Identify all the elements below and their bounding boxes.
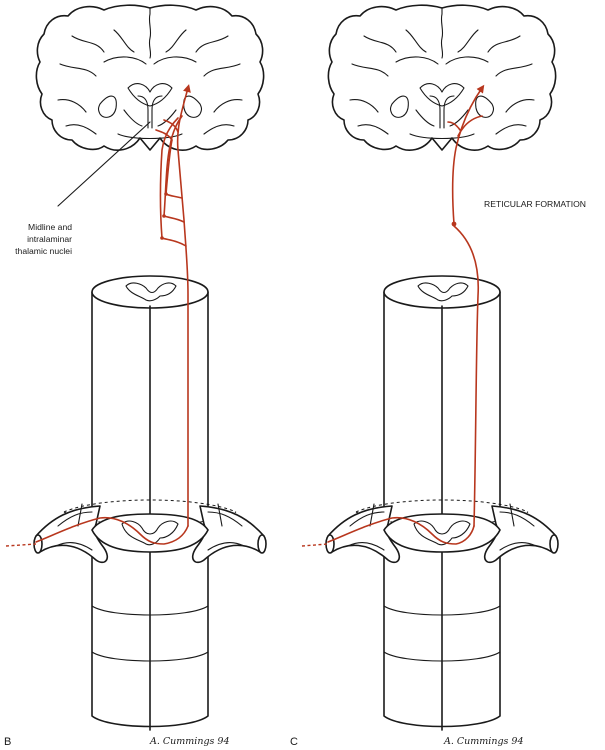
panel-b-signature: A. Cummings 94: [149, 736, 230, 747]
panel-c-signature: A. Cummings 94: [443, 736, 524, 747]
afferent-fiber: [5, 543, 37, 547]
ascending-spinal-tract: [176, 84, 191, 527]
panel-b: Midline and intralaminar thalamic nuclei…: [4, 4, 267, 748]
panel-c: RETICULAR FORMATION C A. Cummings 94: [290, 4, 586, 748]
panel-b-label-line-2: intralaminar: [27, 234, 72, 244]
ascending-spinal-tract: [453, 225, 480, 527]
afferent-fiber: [301, 543, 329, 547]
panel-b-letter: B: [4, 736, 11, 748]
panel-c-letter: C: [290, 736, 298, 748]
panel-c-label: RETICULAR FORMATION: [484, 199, 586, 209]
panel-b-tract-paths: [5, 84, 191, 547]
panel-b-label-line-1: Midline and: [28, 222, 72, 232]
panel-c-tract-paths: [301, 84, 485, 547]
panel-b-label-leader: [57, 121, 151, 207]
panel-b-label-line-3: thalamic nuclei: [15, 246, 72, 256]
